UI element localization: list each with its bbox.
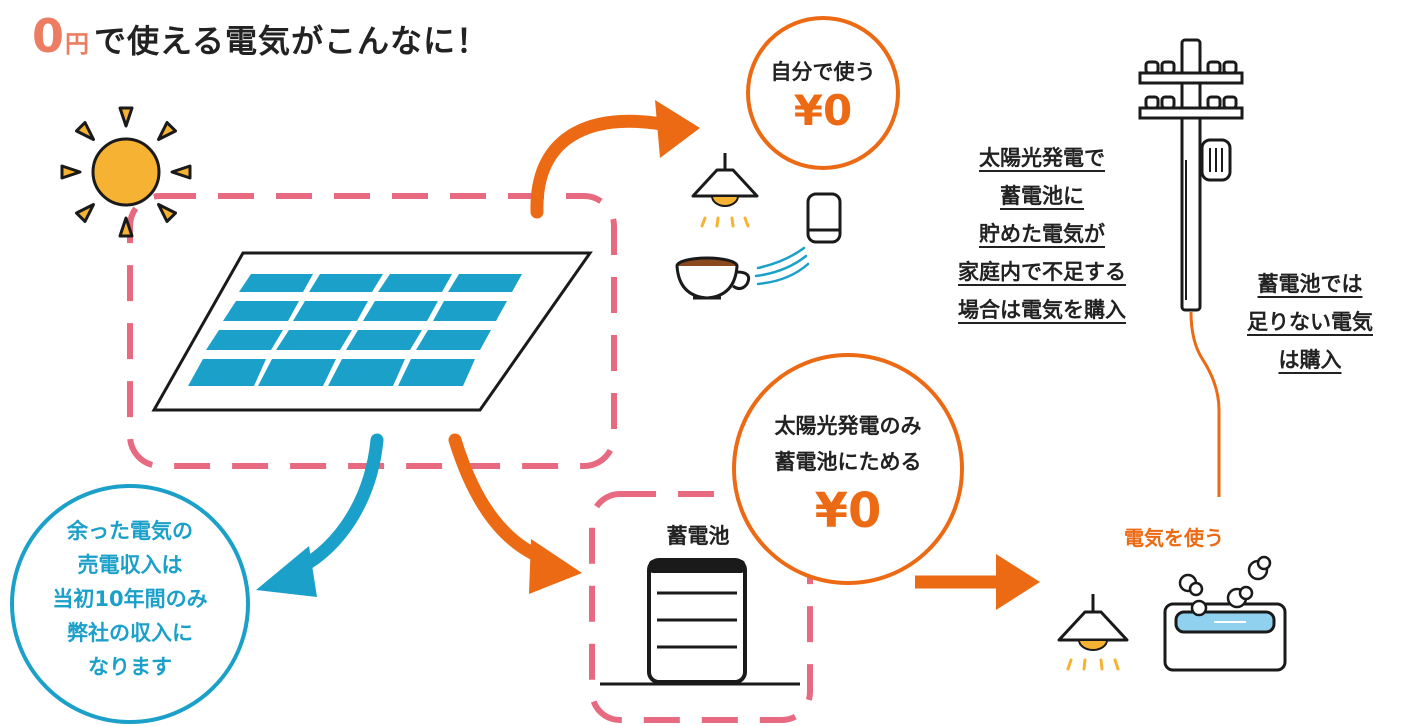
surplus-note-line: なります	[88, 655, 172, 679]
purchase-note-line: 家庭内で不足する	[958, 260, 1126, 284]
surplus-note-line: 当初10年間のみ	[52, 587, 208, 611]
arrow-to-battery-head	[529, 539, 582, 594]
arrow-to-self-use-head	[655, 100, 700, 158]
pendant-lamp-icon	[691, 153, 759, 228]
purchase-note-line: 太陽光発電で	[979, 146, 1105, 170]
shortfall-note: 蓄電池では 足りない電気 は購入	[1222, 270, 1398, 375]
storage-bubble-line1: 太陽光発電のみ	[774, 414, 922, 438]
shortfall-note-line: は購入	[1278, 348, 1342, 372]
battery-zone-boundary	[589, 491, 813, 723]
battery-label: 蓄電池	[666, 524, 730, 548]
surplus-note-line: 余った電気の	[67, 519, 193, 543]
solar-panel-icon	[151, 251, 593, 412]
self-use-label: 自分で使う	[770, 60, 876, 84]
self-use-price: ¥0	[793, 86, 853, 135]
surplus-note: 余った電気の 売電収入は 当初10年間のみ 弊社の収入に なります	[12, 517, 248, 682]
air-conditioner-icon	[754, 192, 842, 286]
self-use-bubble	[746, 16, 900, 170]
title-zero: 0	[32, 9, 66, 63]
bathtub-icon	[1163, 555, 1287, 672]
storage-bubble-line2: 蓄電池にためる	[774, 450, 922, 474]
use-electricity-label: 電気を使う	[1124, 526, 1224, 550]
surplus-bubble	[10, 484, 250, 724]
surplus-note-line: 弊社の収入に	[67, 621, 193, 645]
shortfall-note-line: 足りない電気	[1247, 310, 1373, 334]
purchase-note: 太陽光発電で 蓄電池に 貯めた電気が 家庭内で不足する 場合は電気を購入	[922, 144, 1162, 325]
battery-icon	[600, 558, 800, 686]
sun-icon	[60, 106, 192, 238]
storage-bubble-price: ¥0	[814, 483, 882, 539]
storage-bubble	[732, 353, 964, 585]
arrow-to-self-use	[530, 114, 669, 219]
purchase-note-line: 場合は電気を購入	[958, 298, 1126, 322]
pendant-lamp-icon	[1057, 594, 1129, 671]
purchase-note-line: 貯めた電気が	[979, 222, 1105, 246]
title-yen: 円	[65, 30, 91, 58]
page-title: 0円で使える電気がこんなに！	[32, 8, 489, 64]
power-line	[1189, 311, 1221, 497]
surplus-note-line: 売電収入は	[77, 553, 183, 577]
arrow-battery-to-use-head	[996, 554, 1040, 610]
utility-pole-icon	[1138, 38, 1244, 312]
title-text: で使える電気がこんなに！	[94, 22, 490, 60]
shortfall-note-line: 蓄電池では	[1257, 272, 1363, 296]
purchase-note-line: 蓄電池に	[1000, 184, 1084, 208]
arrow-surplus-sale-head	[256, 546, 317, 597]
coffee-cup-icon	[675, 256, 751, 300]
